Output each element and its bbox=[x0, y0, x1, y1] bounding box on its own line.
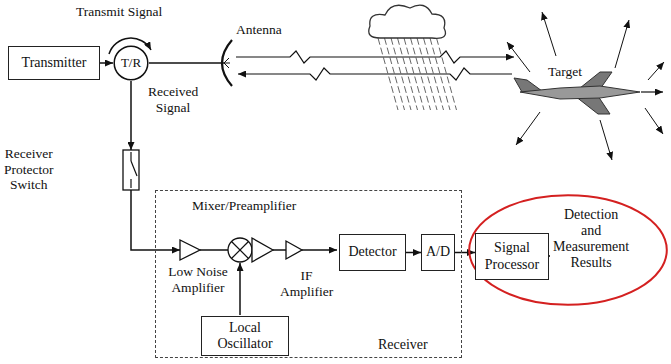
lo-wire bbox=[239, 263, 241, 315]
circle-outline bbox=[114, 46, 148, 80]
oscillator-box: Local Oscillator bbox=[201, 316, 289, 356]
mixer-symbol bbox=[228, 238, 252, 262]
rain-streak bbox=[391, 38, 411, 110]
switch-blade bbox=[131, 161, 137, 176]
node-text: Detector bbox=[348, 244, 396, 260]
transmitter-box: Transmitter bbox=[8, 46, 100, 80]
annotation-label: Received Signal bbox=[148, 84, 198, 115]
received-line bbox=[130, 81, 132, 150]
transmitted-beam bbox=[236, 51, 514, 63]
rain-streak bbox=[411, 38, 431, 110]
motion-arrow bbox=[641, 91, 663, 92]
node-text: Local Oscillator bbox=[202, 320, 288, 352]
annotation-label: Transmit Signal bbox=[76, 4, 162, 20]
scatter-arrow bbox=[507, 42, 530, 72]
rain-streak bbox=[437, 38, 457, 110]
node-text: A/D bbox=[426, 244, 450, 260]
scatter-arrow bbox=[516, 112, 540, 145]
feed-line bbox=[149, 62, 224, 64]
mixer-cross bbox=[232, 242, 249, 259]
node-text: Detection and Measurement Results bbox=[553, 207, 629, 271]
highlight-ellipse: Detection and Measurement ResultsSignal … bbox=[468, 194, 668, 306]
protector-switch bbox=[123, 150, 139, 190]
signal-connector bbox=[455, 252, 475, 254]
annotation-label: IF Amplifier bbox=[280, 268, 333, 299]
amplifier-symbol bbox=[286, 241, 302, 259]
rain-streak bbox=[398, 38, 418, 110]
amplifier-symbol bbox=[252, 238, 273, 262]
rain-streak bbox=[378, 38, 398, 110]
aircraft-body bbox=[520, 86, 640, 99]
annotation-label: Target bbox=[548, 64, 582, 80]
mixer-cross bbox=[232, 242, 249, 259]
annotation-label: Low Noise Amplifier bbox=[160, 264, 236, 295]
rain-streak bbox=[385, 38, 405, 110]
rain-streak bbox=[404, 38, 424, 110]
rain-streak bbox=[424, 38, 444, 110]
amplifier-symbol bbox=[180, 240, 200, 260]
annotation-label: Mixer/Preamplifier bbox=[192, 198, 296, 214]
cloud bbox=[369, 5, 446, 38]
rain-streak bbox=[430, 38, 450, 110]
rain-streak bbox=[417, 38, 437, 110]
antenna-dish bbox=[222, 40, 232, 86]
signal-wire bbox=[200, 249, 228, 251]
node-text: Transmitter bbox=[22, 55, 87, 71]
duplexer-circle: T/R bbox=[113, 45, 149, 81]
ellipse-outline bbox=[469, 195, 667, 305]
signal-connector bbox=[100, 62, 113, 64]
signal-connector bbox=[406, 252, 421, 254]
annotation-label: Antenna bbox=[236, 22, 282, 38]
scatter-arrow bbox=[645, 108, 663, 134]
detector-box: Detector bbox=[339, 234, 406, 271]
scatter-arrow bbox=[615, 20, 629, 68]
node-text: Signal Processor bbox=[476, 240, 548, 272]
node-text: Receiver bbox=[378, 337, 428, 353]
switch-contact bbox=[130, 152, 131, 161]
converter-box: A/D bbox=[421, 234, 455, 271]
scatter-arrow bbox=[600, 120, 612, 160]
antenna-feed bbox=[224, 58, 229, 63]
echo-beam bbox=[238, 68, 512, 80]
scatter-arrow bbox=[648, 62, 664, 80]
switch-contact bbox=[130, 179, 131, 188]
signal-wire bbox=[302, 249, 337, 251]
annotation-label: Receiver Protector Switch bbox=[4, 146, 53, 193]
antenna-feed bbox=[224, 63, 229, 68]
scatter-arrow bbox=[542, 12, 556, 56]
node-text: T/R bbox=[121, 56, 141, 71]
signal-wire bbox=[273, 249, 286, 251]
processor-box: Signal Processor bbox=[475, 233, 549, 280]
rain bbox=[378, 38, 457, 110]
